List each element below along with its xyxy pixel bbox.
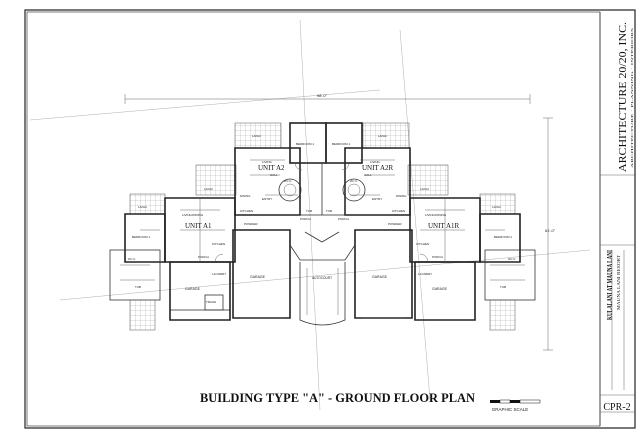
dimension-lines: 98'-0" 61'-0"	[124, 93, 556, 351]
drawing-title: BUILDING TYPE "A" - GROUND FLOOR PLAN	[200, 390, 476, 405]
label-trash: TRASH	[206, 300, 216, 304]
label-lanai-top-right: LANAI	[378, 134, 387, 138]
label-kitchen-a1: KITCHEN	[212, 242, 225, 246]
label-living-right: LIVING	[370, 160, 381, 164]
label-unit-a2r: UNIT A2R	[362, 164, 394, 172]
label-garage-inner-right: GARAGE	[372, 275, 388, 279]
label-bedroom-right: BEDROOM 1	[494, 235, 512, 239]
graphic-scale-label: GRAPHIC SCALE	[492, 407, 529, 412]
graphic-scale: GRAPHIC SCALE	[490, 399, 541, 412]
label-tub-top: TUB	[306, 209, 312, 213]
label-bedroom-left: BEDROOM 1	[132, 235, 150, 239]
depth-dimension: 61'-0"	[545, 228, 556, 233]
label-hall-left: HALL	[270, 173, 278, 177]
label-garage-right: GARAGE	[432, 287, 448, 291]
label-lanai-left: LANAI	[138, 205, 147, 209]
label-kitchen-a1r: KITCHEN	[416, 242, 429, 246]
floor-plan	[109, 122, 536, 331]
label-lanai-mid-right: LANAI	[420, 187, 429, 191]
label-laundry-right: LAUNDRY	[418, 272, 432, 276]
label-powder-right: POWDER	[388, 222, 402, 226]
firm-subtitle: ARCHITECTURE · PLANNING · INTERIORS	[630, 28, 634, 168]
sheet-border	[24, 9, 636, 429]
label-entry-right: ENTRY	[372, 197, 382, 201]
label-dining-right: DINING	[396, 194, 407, 198]
label-kitchen-right: KITCHEN	[392, 209, 405, 213]
label-unit-a1: UNIT A1	[185, 222, 212, 230]
label-unit-a1r: UNIT A1R	[428, 222, 460, 230]
label-autocourt: AUTOCOURT	[312, 276, 332, 280]
project-subtitle: MAUNA LANI RESORT	[616, 254, 621, 310]
label-living-dining-right: LIVING/DINING	[425, 213, 447, 217]
label-lanai-right: LANAI	[492, 205, 501, 209]
overall-dimension: 98'-0"	[317, 93, 328, 98]
label-wic-left: W.I.C.	[128, 257, 136, 261]
drawing-frame	[26, 11, 601, 427]
label-bedroom-top-right: BEDROOM 1	[332, 142, 350, 146]
label-entry-left: ENTRY	[262, 197, 272, 201]
label-wic-top-right: W.I.C.	[350, 179, 358, 183]
label-porch-left: PORCH	[300, 217, 311, 221]
label-wic-right: W.I.C.	[508, 257, 516, 261]
label-living-dining-left: LIVING/DINING	[182, 213, 204, 217]
title-block	[599, 12, 635, 426]
label-kitchen-left: KITCHEN	[240, 209, 253, 213]
room-labels: UNIT A1 UNIT A1R UNIT A2 UNIT A2R GARAGE…	[128, 134, 516, 304]
firm-name: ARCHITECTURE 20/20, INC.	[617, 22, 629, 172]
label-hall-right: HALL	[364, 173, 372, 177]
label-porch-a1: PORCH	[198, 255, 209, 259]
label-lanai-top-left: LANAI	[252, 134, 261, 138]
project-name: KULALANI AT MAUNA LANI	[606, 250, 614, 320]
label-garage-left: GARAGE	[185, 287, 201, 291]
label-tub-top-right: TUB	[326, 209, 332, 213]
background-trace-lines	[29, 19, 591, 411]
label-dining-left: DINING	[240, 194, 251, 198]
label-bedroom-top-left: BEDROOM 1	[296, 142, 314, 146]
label-unit-a2: UNIT A2	[258, 164, 285, 172]
label-living-left: LIVING	[262, 160, 273, 164]
label-lanai-mid-left: LANAI	[204, 187, 213, 191]
label-tub-left: TUB	[135, 285, 141, 289]
label-powder-left: POWDER	[244, 222, 258, 226]
sheet-number: CPR-2	[603, 402, 630, 413]
label-porch-a1r: PORCH	[432, 255, 443, 259]
label-tub-right: TUB	[500, 285, 506, 289]
label-wic-top: W.I.C.	[284, 179, 292, 183]
label-garage-inner-left: GARAGE	[250, 275, 266, 279]
label-porch-right: PORCH	[338, 217, 349, 221]
label-laundry-left: LAUNDRY	[212, 272, 226, 276]
